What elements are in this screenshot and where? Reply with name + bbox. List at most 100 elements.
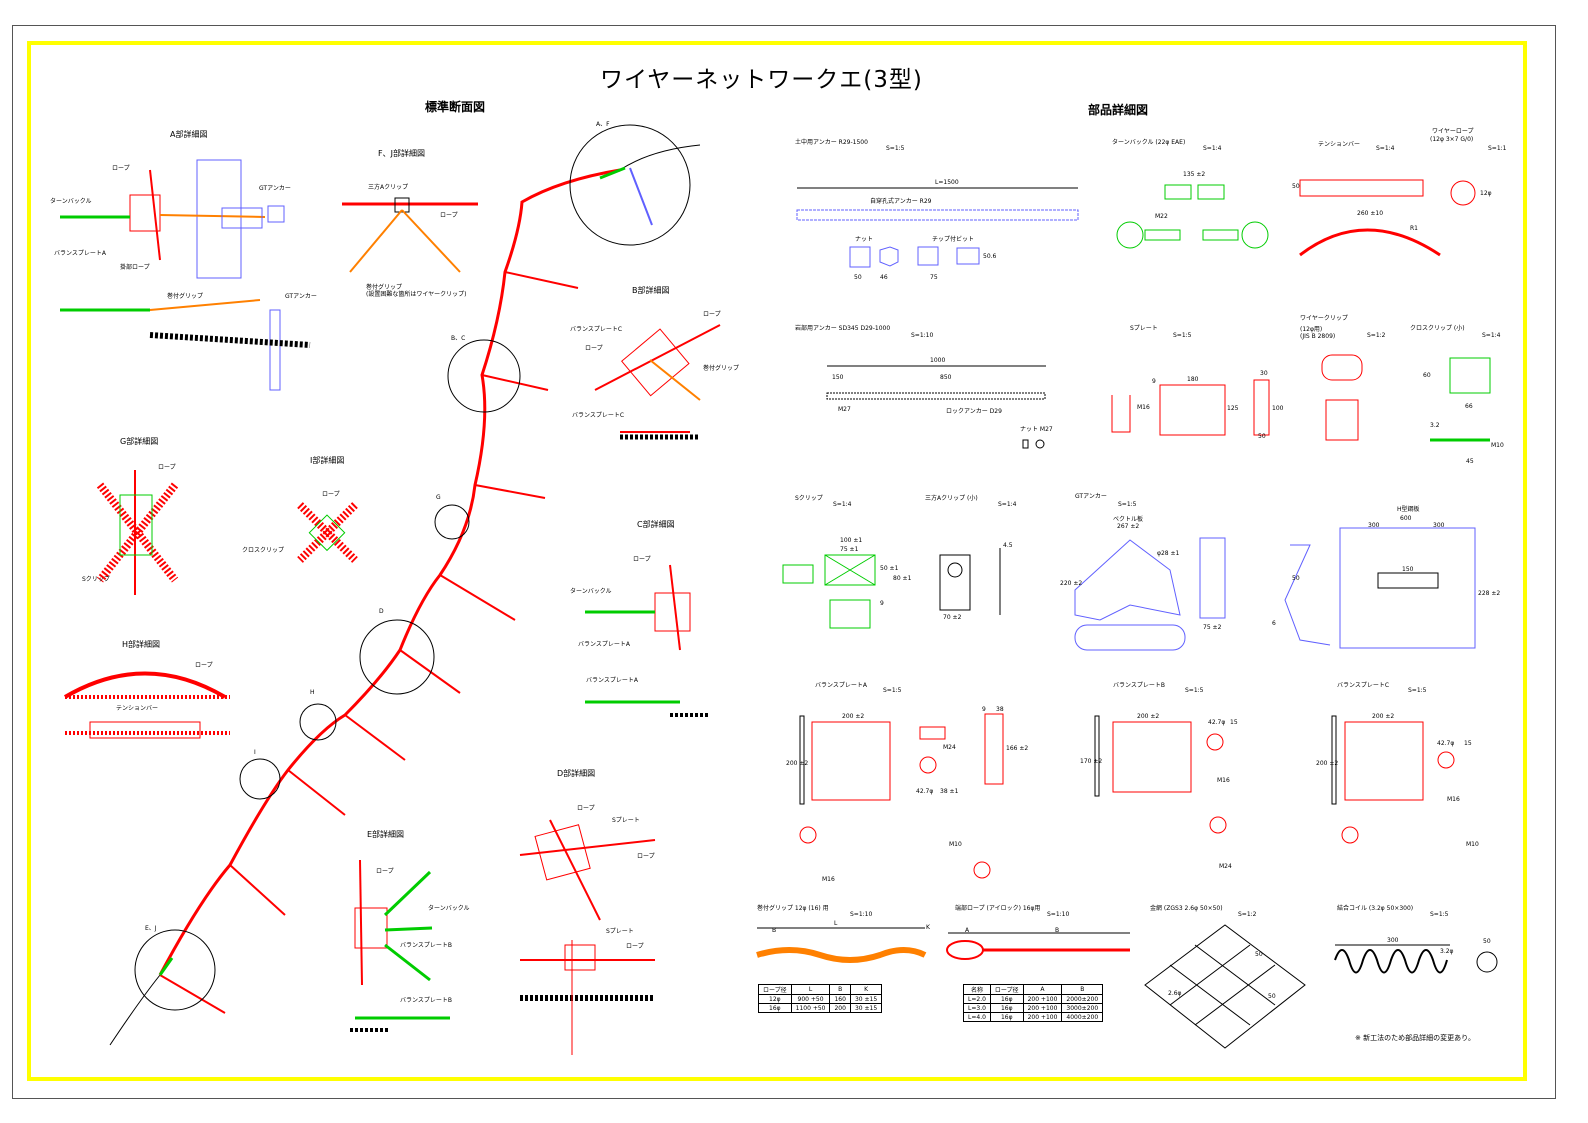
detail-a-label: ターンバックル [50, 198, 92, 205]
table-cell: 1100 +50 [790, 1003, 831, 1013]
part-dimension: φ28 ±1 [1157, 550, 1180, 557]
part-balance-a-title: バランスプレートA [815, 682, 867, 689]
part-dimension: 300 [1368, 522, 1380, 529]
part-scale: S=1:4 [1482, 332, 1501, 339]
part-end-rope-title: 端部ロープ (アイロック) 16φ用 [955, 905, 1041, 912]
detail-e-title: E部詳細図 [367, 830, 405, 839]
detail-fj-label: 巻付グリップ [366, 284, 403, 291]
part-dimension: 4.5 [1003, 542, 1013, 549]
table-header-cell: K [849, 984, 883, 995]
part-dimension: 135 ±2 [1183, 171, 1206, 178]
part-dimension: B [1055, 927, 1060, 934]
detail-a-label: 巻付グリップ [167, 293, 204, 300]
section-marker: H [310, 689, 315, 696]
detail-c-label: ロープ [633, 556, 651, 563]
part-dimension: 50 [1292, 183, 1300, 190]
table-row: L=2.0 16φ 200 +100 2000±200 [963, 994, 1104, 1004]
part-dimension: 42.7φ [1437, 740, 1455, 747]
detail-d-label: ロープ [637, 853, 655, 860]
part-net-title: 金網 (ZGS3 2.6φ 50×50) [1150, 905, 1223, 912]
section-marker: D [379, 608, 384, 615]
table-cell: 30 ±15 [849, 1003, 883, 1013]
end-rope-dimension-table: 名称 ロープ径 A B L=2.0 16φ 200 +100 2000±200 … [963, 984, 1104, 1022]
section-marker: B、C [451, 335, 466, 342]
part-dimension: 38 ±1 [940, 788, 959, 795]
detail-g-title: G部詳細図 [120, 437, 159, 446]
part-dimension: 75 ±2 [1203, 624, 1222, 631]
section-marker: G [436, 494, 441, 501]
part-wire-clip-note: (JIS B 2809) [1300, 333, 1336, 340]
detail-i-label: クロスクリップ [242, 547, 285, 554]
part-dimension: K [926, 924, 930, 931]
part-dimension: 100 [1272, 405, 1284, 412]
table-row: 12φ 900 +50 160 30 ±15 [758, 994, 883, 1004]
standard-section-heading: 標準断面図 [425, 100, 486, 114]
table-header-row: 名称 ロープ径 A B [963, 984, 1104, 995]
detail-b-label: 巻付グリップ [703, 365, 740, 372]
detail-i-label: ロープ [322, 491, 340, 498]
part-dimension: M24 [943, 744, 956, 751]
detail-b-label: バランスプレートC [572, 412, 625, 419]
detail-i-title: I部詳細図 [310, 456, 345, 465]
detail-fj-label: (設置困難な箇所はワイヤークリップ) [366, 291, 467, 298]
part-dimension: 75 ±1 [840, 546, 859, 553]
part-dimension: 46 [880, 274, 888, 281]
part-s-plate-title: Sプレート [1130, 325, 1158, 332]
table-row: 16φ 1100 +50 200 30 ±15 [758, 1003, 883, 1013]
detail-h-label: ロープ [195, 662, 213, 669]
detail-fj-title: F、J部詳細図 [378, 149, 425, 158]
part-scale: S=1:10 [1047, 911, 1070, 918]
part-dimension: M16 [1137, 404, 1150, 411]
part-scale: S=1:10 [911, 332, 934, 339]
table-header-cell: B [1061, 984, 1104, 995]
part-dimension: 150 [1402, 566, 1414, 573]
part-label: 自穿孔式アンカー R29 [870, 198, 932, 205]
table-cell: L=4.0 [963, 1012, 991, 1022]
section-marker: E、J [145, 925, 157, 932]
table-header-cell: A [1022, 984, 1063, 995]
part-wire-rope-title: ワイヤーロープ [1432, 128, 1474, 135]
section-marker: A、F [596, 121, 610, 128]
part-dimension: A [965, 927, 970, 934]
part-dimension: 6 [1272, 620, 1276, 627]
detail-g-label: Sクリップ [82, 576, 110, 583]
part-sanpo-clip-title: 三方Aクリップ (小) [925, 495, 978, 502]
part-label: ベクトル板 [1113, 516, 1144, 523]
part-balance-b-title: バランスプレートB [1113, 682, 1165, 689]
table-cell: 200 +100 [1022, 994, 1063, 1004]
table-cell: 16φ [758, 1003, 792, 1013]
part-dimension: L=1500 [935, 179, 959, 186]
part-dimension: 50 [1255, 951, 1263, 958]
part-dimension: 30 [1260, 370, 1268, 377]
part-dimension: 220 ±2 [1060, 580, 1083, 587]
table-cell: 4000±200 [1061, 1012, 1104, 1022]
part-scale: S=1:2 [1238, 911, 1257, 918]
part-dimension: 100 ±1 [840, 537, 863, 544]
part-scale: S=1:4 [1376, 145, 1395, 152]
table-cell: 900 +50 [790, 994, 831, 1004]
part-balance-c-title: バランスプレートC [1337, 682, 1390, 689]
part-dimension: 1000 [930, 357, 946, 364]
part-anchor-soil-title: 土中用アンカー R29-1500 [795, 139, 868, 146]
part-scale: S=1:5 [1430, 911, 1449, 918]
table-cell: 16φ [989, 994, 1024, 1004]
part-dimension: 9 [880, 600, 884, 607]
part-dimension: M22 [1155, 213, 1168, 220]
detail-c-label: バランスプレートA [586, 677, 638, 684]
table-cell: 200 +100 [1022, 1012, 1063, 1022]
part-dimension: M10 [1491, 442, 1504, 449]
part-grip-title: 巻付グリップ 12φ (16) 用 [757, 905, 829, 912]
part-scale: S=1:5 [883, 687, 902, 694]
part-dimension: 228 ±2 [1478, 590, 1501, 597]
part-dimension: M16 [1447, 796, 1460, 803]
part-scale: S=1:5 [1173, 332, 1192, 339]
part-label: ナット [855, 236, 874, 243]
table-cell: 2000±200 [1061, 994, 1104, 1004]
table-header-cell: L [790, 984, 831, 995]
part-scale: S=1:4 [1203, 145, 1222, 152]
part-tension-bar-title: テンションバー [1318, 141, 1361, 148]
part-dimension: M16 [1217, 777, 1230, 784]
part-turnbuckle-title: ターンバックル (22φ EAE) [1112, 139, 1186, 146]
table-row: L=3.0 16φ 200 +100 3000±200 [963, 1003, 1104, 1013]
